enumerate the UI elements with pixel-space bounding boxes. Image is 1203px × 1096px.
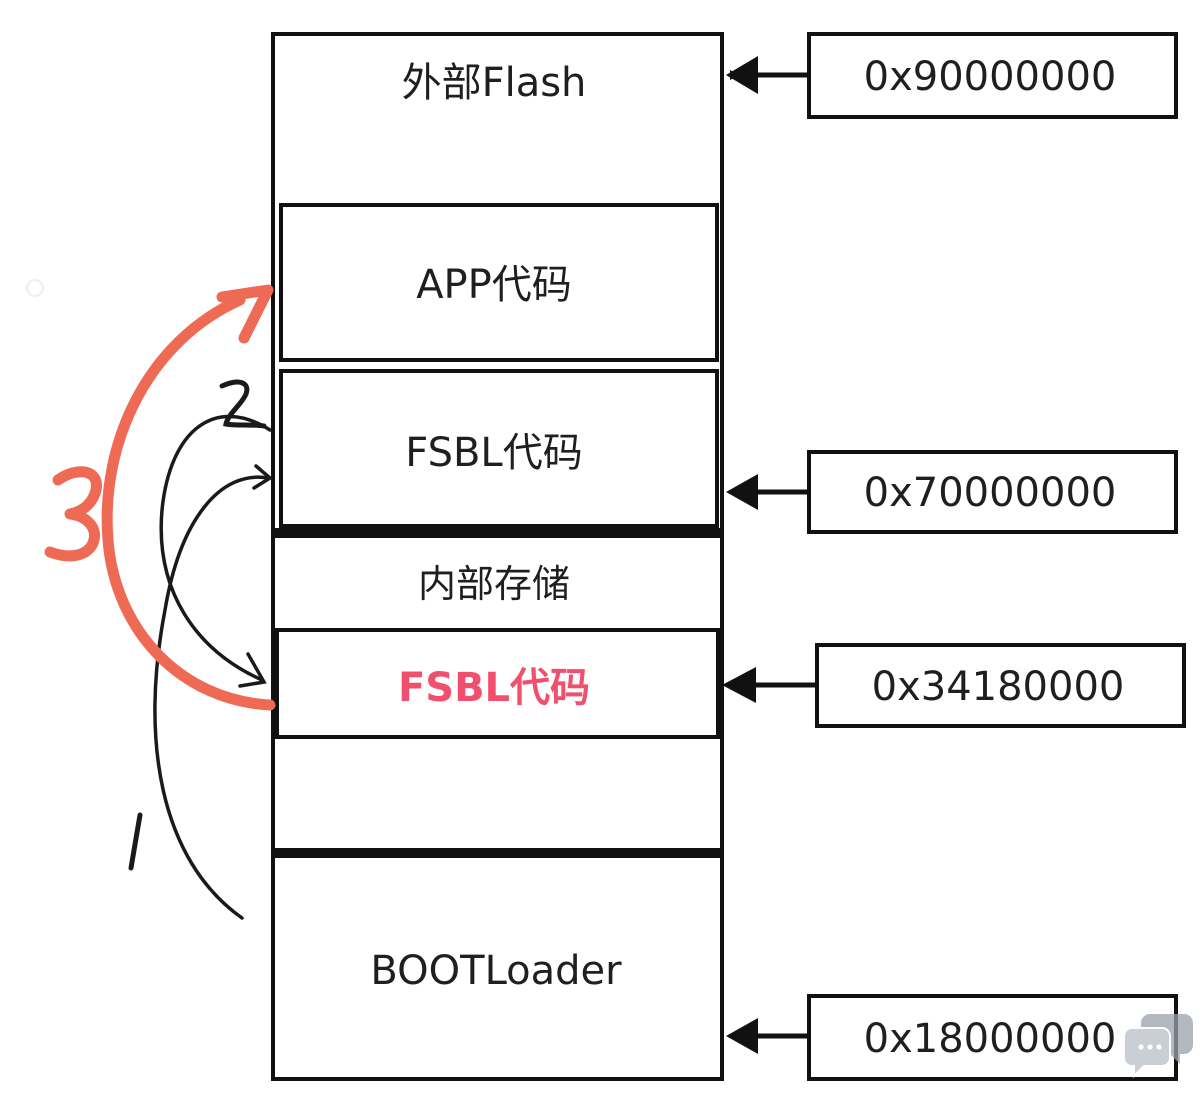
- external-flash-label: 外部Flash: [402, 60, 587, 106]
- memory-column-frame: [271, 32, 724, 1081]
- address-bootloader: 0x18000000: [864, 1016, 1117, 1062]
- fsbl-code-external-block: [279, 369, 719, 528]
- arrow-head-bootloader: [726, 1018, 758, 1054]
- address-fsbl-external: 0x70000000: [864, 470, 1117, 516]
- step-2-curve: [159, 414, 272, 682]
- handwritten-annotations: [44, 284, 276, 920]
- step-2-arrowtip: [238, 652, 267, 688]
- app-code-label: APP代码: [416, 262, 572, 308]
- step-1-mark: [128, 812, 143, 871]
- fsbl-code-external-label: FSBL代码: [405, 430, 582, 476]
- address-box-fsbl-external: [807, 450, 1178, 534]
- address-pointers: 0x90000000 0x70000000 0x34180000 0x18000…: [722, 32, 1186, 1081]
- arrow-head-flash-base: [726, 56, 758, 94]
- bootloader-label: BOOTLoader: [370, 948, 622, 994]
- faint-dot: [26, 279, 44, 297]
- step-3-mark: [44, 466, 102, 562]
- address-box-fsbl-internal: [815, 643, 1186, 728]
- step-2-mark: [219, 379, 267, 429]
- fsbl-code-internal-label: FSBL代码: [398, 665, 590, 711]
- address-fsbl-internal: 0x34180000: [872, 664, 1125, 710]
- chat-bubble-icon: [1123, 1014, 1193, 1079]
- address-box-flash-base: [807, 32, 1178, 119]
- address-flash-base: 0x90000000: [864, 54, 1117, 100]
- memory-column: 外部Flash APP代码 FSBL代码 内部存储 FSBL代码 BOOTLoa…: [271, 32, 724, 1081]
- app-code-block: [279, 203, 719, 362]
- arrow-head-fsbl-external: [726, 474, 758, 510]
- watermark: [26, 279, 1193, 1079]
- internal-storage-label: 内部存储: [418, 562, 570, 606]
- step-3-arrowtip: [216, 284, 274, 344]
- address-box-bootloader: [807, 994, 1178, 1081]
- step-1-curve: [153, 475, 270, 920]
- fsbl-code-internal-block: [275, 628, 720, 739]
- step-3-curve: [101, 294, 276, 711]
- step-1-arrowtip: [252, 464, 273, 490]
- arrow-head-fsbl-internal: [722, 667, 756, 703]
